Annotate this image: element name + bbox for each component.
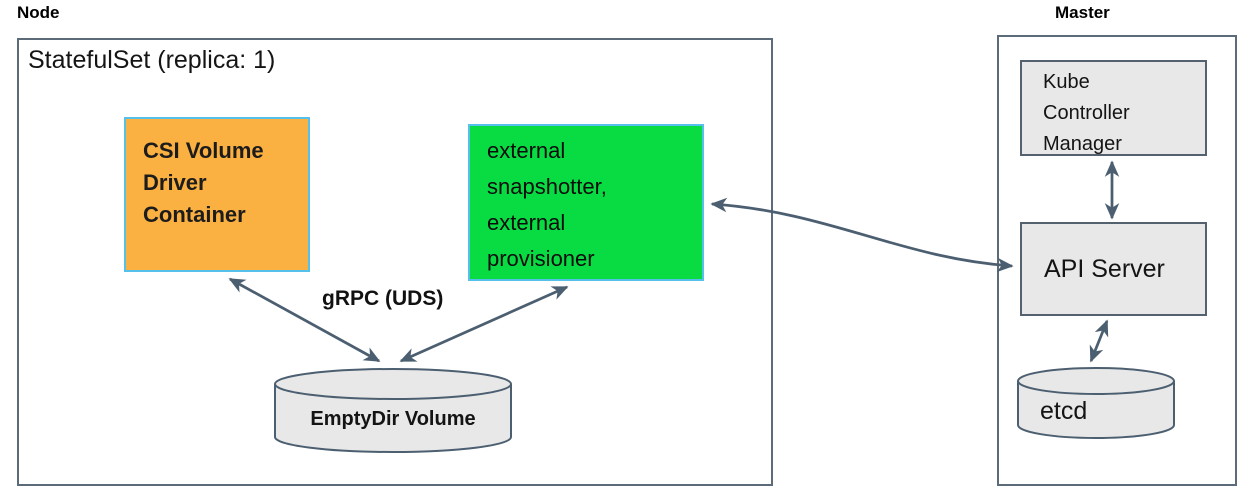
kcm-box-line: Manager <box>1043 133 1122 155</box>
external-snapshotter-provisioner-box: external snapshotter, external provision… <box>468 124 704 281</box>
csi-volume-driver-container-box: CSI Volume Driver Container <box>124 117 310 272</box>
csi-box-line: CSI Volume <box>143 138 264 163</box>
node-region-label: Node <box>17 3 60 22</box>
master-region-label: Master <box>1055 3 1110 22</box>
sidecar-box-line: provisioner <box>487 246 595 271</box>
etcd-label: etcd <box>1040 397 1088 425</box>
csi-box-line: Container <box>143 202 246 227</box>
csi-box-line: Driver <box>143 170 207 195</box>
emptydir-volume-label: EmptyDir Volume <box>310 408 476 430</box>
api-server-box: API Server <box>1020 222 1207 316</box>
kcm-box-line: Kube <box>1043 71 1090 93</box>
api-server-label: API Server <box>1044 254 1165 283</box>
sidecar-box-line: snapshotter, <box>487 174 607 199</box>
statefulset-title: StatefulSet (replica: 1) <box>28 46 276 74</box>
sidecar-box-line: external <box>487 210 566 235</box>
kcm-box-line: Controller <box>1043 102 1130 124</box>
grpc-uds-label: gRPC (UDS) <box>322 287 444 310</box>
kube-controller-manager-box: Kube Controller Manager <box>1020 60 1207 156</box>
sidecar-box-line: external <box>487 138 566 163</box>
